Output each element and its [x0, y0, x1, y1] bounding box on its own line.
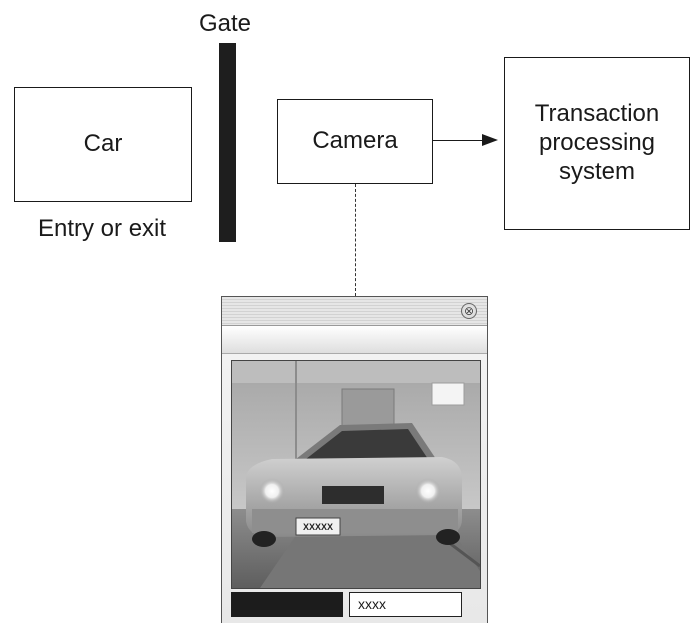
dark-field — [231, 592, 343, 617]
window-toolbar — [222, 326, 487, 354]
transaction-processing-system-box: Transaction processing system — [504, 57, 690, 230]
car-license-plate-text: XXXXX — [303, 522, 333, 532]
gate-label: Gate — [199, 10, 252, 37]
car-wheel-left — [252, 531, 276, 547]
car-label: Car — [83, 130, 123, 158]
tps-label-line-1: Transaction — [534, 100, 660, 128]
car-wheel-right — [436, 529, 460, 545]
camera-box: Camera — [277, 99, 433, 184]
car-windshield — [306, 429, 428, 459]
camera-feed-window: ⊗ — [221, 296, 488, 623]
arrow-head — [482, 134, 498, 146]
car-grille — [322, 486, 384, 504]
arrow-line — [433, 140, 485, 141]
entry-or-exit-label: Entry or exit — [38, 215, 167, 242]
car-bumper — [252, 509, 458, 533]
garage-ceiling — [232, 361, 480, 383]
close-icon[interactable]: ⊗ — [461, 303, 477, 319]
car-license-plate — [295, 517, 341, 536]
tps-label: Transaction processing system — [535, 100, 660, 186]
car-headlight-right — [415, 478, 441, 504]
camera-photo: XXXXX — [231, 360, 481, 589]
camera-label: Camera — [312, 127, 398, 155]
camera-connector-dotted-line — [355, 184, 356, 296]
tps-label-line-2: processing — [538, 129, 656, 157]
gate-bar — [219, 43, 236, 242]
tps-label-line-3: system — [558, 157, 635, 185]
car-box: Car — [14, 87, 192, 202]
wall-sign — [431, 382, 465, 406]
window-bottom-bar: xxxx — [222, 589, 487, 624]
car-headlight-left — [259, 478, 285, 504]
window-titlebar[interactable]: ⊗ — [222, 297, 487, 326]
plate-number-field[interactable]: xxxx — [349, 592, 462, 617]
